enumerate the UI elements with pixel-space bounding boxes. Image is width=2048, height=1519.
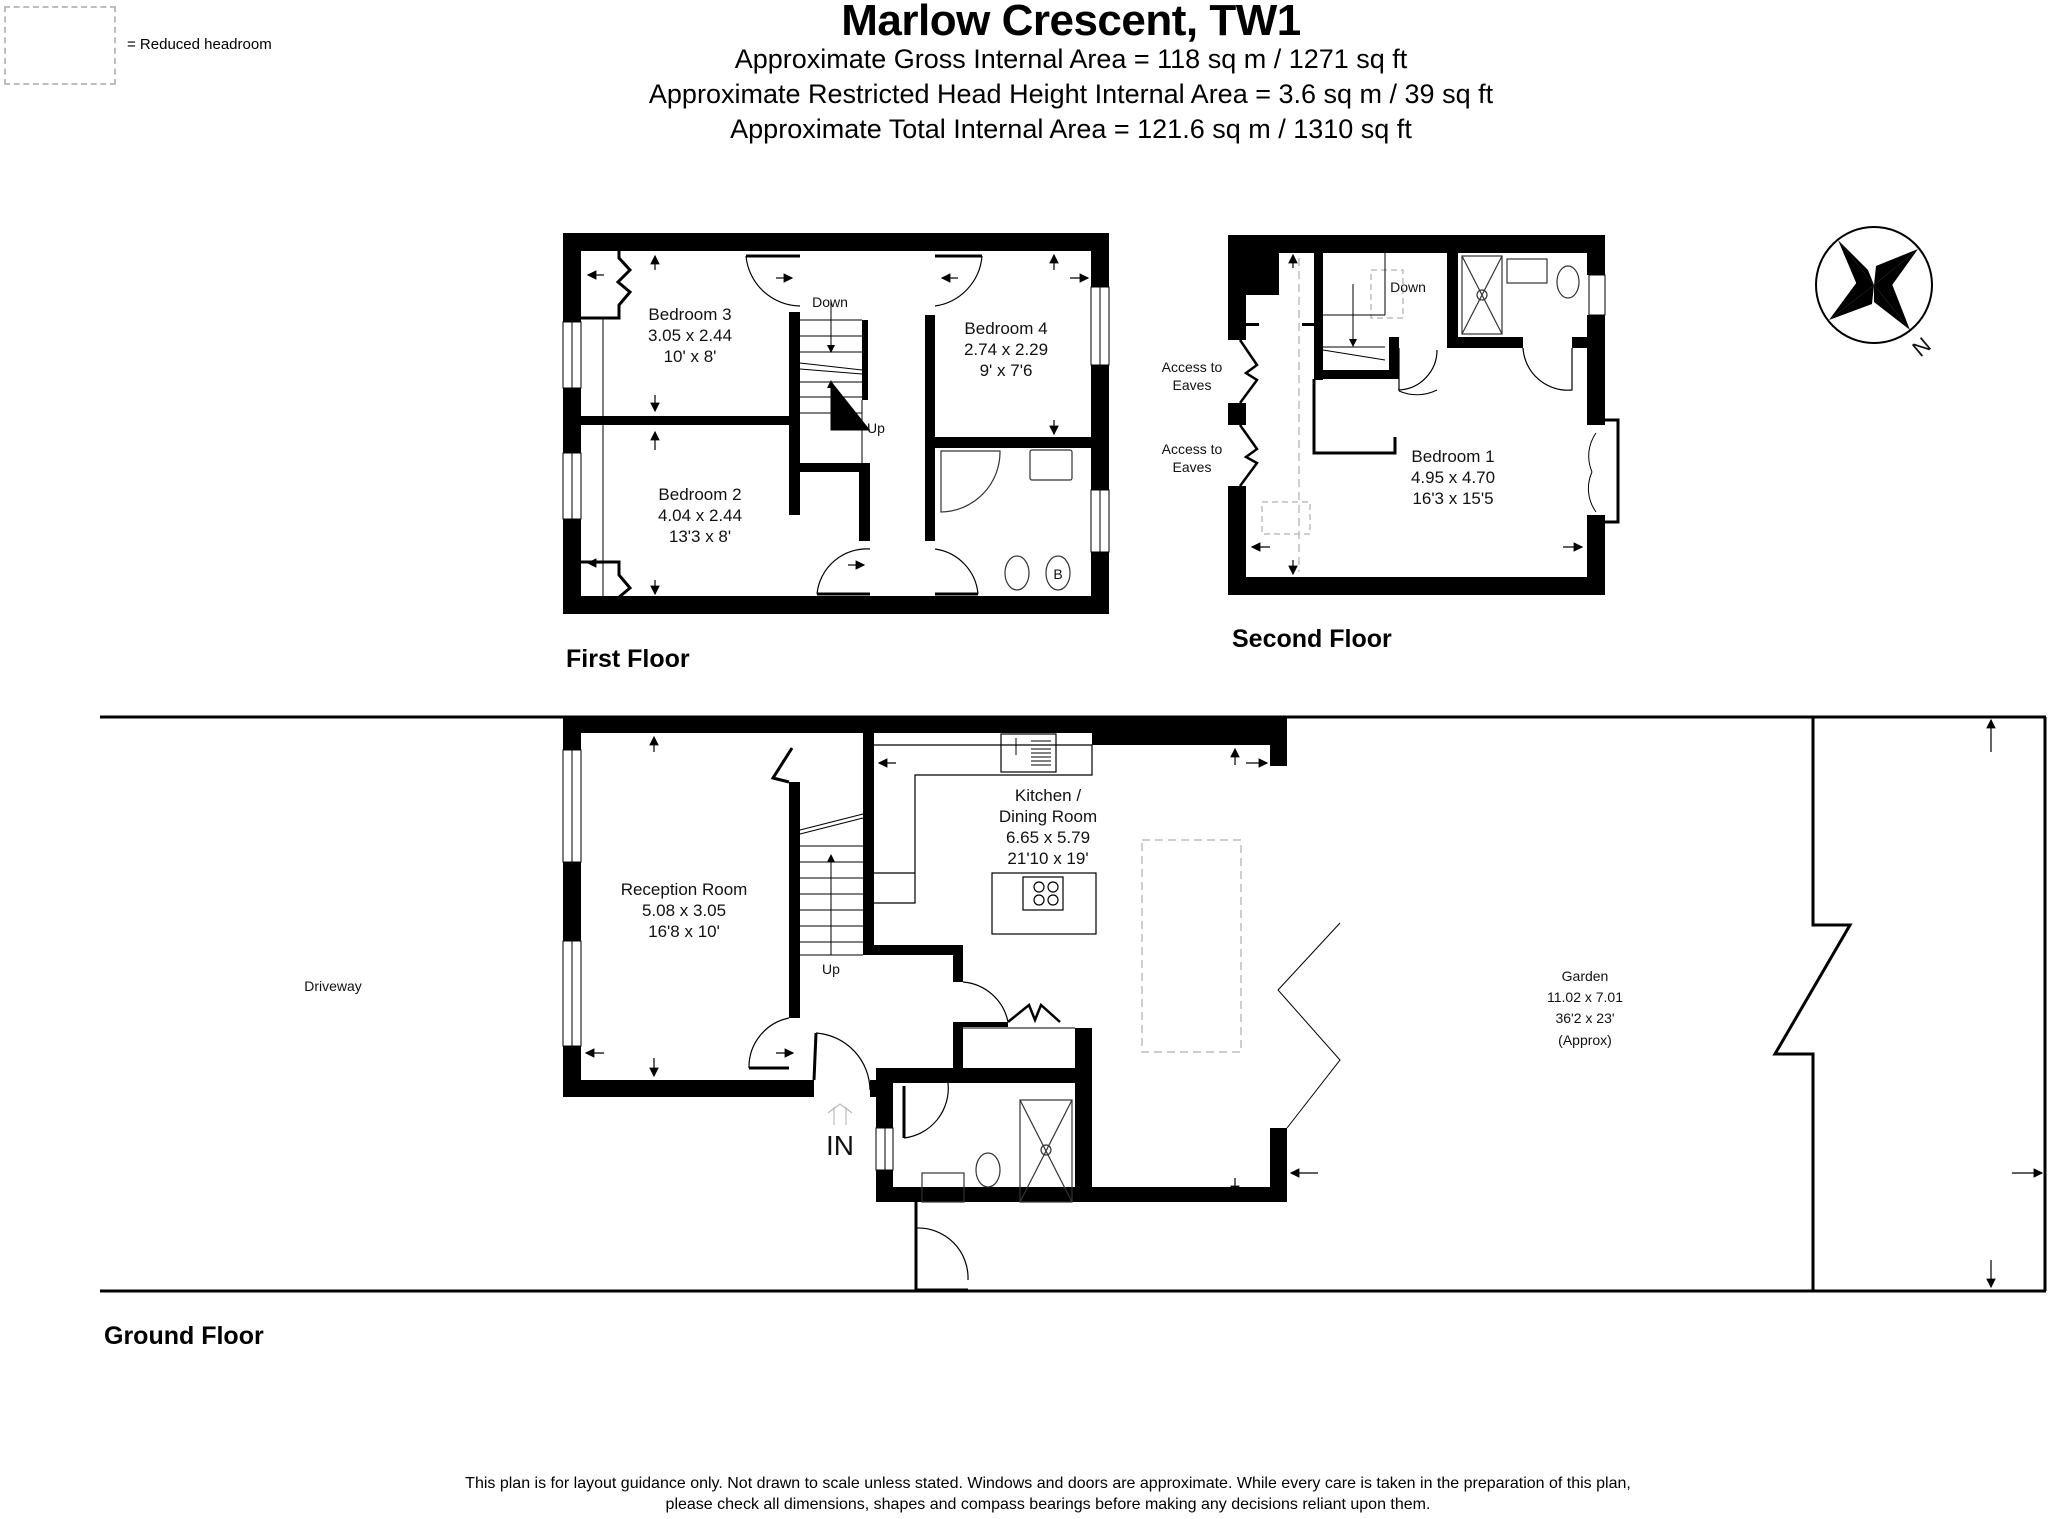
eaves-access-1-line1: Access to [1162,359,1223,375]
room-imperial-bedroom-3: 10' x 8' [664,347,717,366]
room-imperial-bedroom-2: 13'3 x 8' [669,527,731,546]
room-imperial-garden: 36'2 x 23' [1555,1010,1614,1026]
first-stairs-down-label: Down [812,294,848,310]
room-metric-bedroom-2: 4.04 x 2.44 [658,506,742,525]
room-imperial-bedroom-4: 9' x 7'6 [980,361,1033,380]
entrance-label: IN [826,1130,854,1161]
room-name-garden: Garden [1562,968,1609,984]
room-metric-garden: 11.02 x 7.01 [1547,989,1623,1005]
driveway-label: Driveway [304,978,362,994]
gross-internal-area: Approximate Gross Internal Area = 118 sq… [734,44,1408,74]
room-imperial-bedroom-1: 16'3 x 15'5 [1412,489,1493,508]
reduced-headroom-legend-label: = Reduced headroom [127,36,272,53]
bidet-mark: B [1053,566,1062,582]
disclaimer: This plan is for layout guidance only. N… [0,1473,2048,1515]
room-name-kitchen: Kitchen / [1015,786,1081,805]
second-floor-plan: Down Access to Eaves Access to Eaves Bed… [1162,235,1620,595]
restricted-head-height-area: Approximate Restricted Head Height Inter… [648,79,1494,109]
ground-stairs-up-label: Up [822,961,840,977]
room-name-reception: Reception Room [621,880,748,899]
room-name-bedroom-3: Bedroom 3 [648,305,731,324]
eaves-access-1-line2: Eaves [1173,377,1212,393]
first-floor-plan: Bedroom 3 3.05 x 2.44 10' x 8' Bedroom 4… [562,233,1110,614]
total-internal-area: Approximate Total Internal Area = 121.6 … [730,114,1412,144]
disclaimer-line-2: please check all dimensions, shapes and … [665,1496,1431,1513]
eaves-access-2-line2: Eaves [1173,459,1212,475]
first-floor-label: First Floor [566,645,690,673]
room-metric-kitchen: 6.65 x 5.79 [1006,828,1090,847]
room-note-garden: (Approx) [1558,1032,1612,1048]
compass-rose: N [1815,226,1936,362]
eaves-access-2-line1: Access to [1162,441,1223,457]
property-title: Marlow Crescent, TW1 [841,0,1301,45]
room-metric-bedroom-4: 2.74 x 2.29 [964,340,1048,359]
ground-floor-label: Ground Floor [104,1322,264,1350]
ground-floor-plan: Driveway Reception Room 5.08 x 3.05 16'8… [100,715,2047,1293]
second-stairs-down-label: Down [1390,279,1426,295]
room-name-bedroom-4: Bedroom 4 [964,319,1047,338]
second-floor-label: Second Floor [1232,625,1392,653]
room-metric-bedroom-3: 3.05 x 2.44 [648,326,732,345]
room-imperial-reception: 16'8 x 10' [648,922,720,941]
room-imperial-kitchen: 21'10 x 19' [1007,849,1088,868]
room-metric-bedroom-1: 4.95 x 4.70 [1411,468,1495,487]
room-name-bedroom-1: Bedroom 1 [1411,447,1494,466]
first-stairs-up-label: Up [867,420,885,436]
room-name-dining: Dining Room [999,807,1097,826]
disclaimer-line-1: This plan is for layout guidance only. N… [465,1475,1631,1492]
reduced-headroom-legend-swatch [4,6,116,85]
room-name-bedroom-2: Bedroom 2 [658,485,741,504]
compass-north-label: N [1907,332,1935,361]
room-metric-reception: 5.08 x 3.05 [642,901,726,920]
